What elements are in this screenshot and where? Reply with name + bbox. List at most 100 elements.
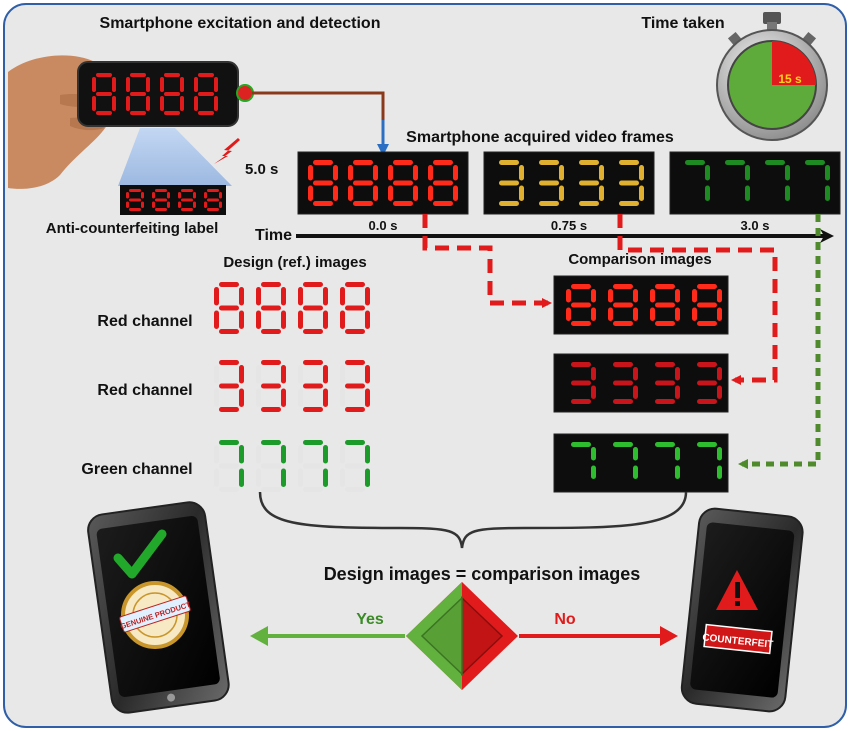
segment-c [141, 201, 144, 208]
frame1-to-comparison-connector [422, 214, 552, 308]
comparison-images [553, 275, 729, 493]
segment-a [303, 440, 323, 445]
segment-c [591, 465, 596, 479]
segment-c [167, 201, 170, 208]
segment-g [613, 302, 633, 308]
segment-f [256, 445, 261, 464]
frame2-digit-3 [499, 160, 524, 206]
segment-b [112, 77, 116, 92]
frame-3-time: 3.0 s [741, 218, 770, 233]
segment-f [126, 192, 129, 199]
segment-e [308, 185, 313, 201]
segment-d [433, 201, 453, 206]
segment-f [204, 192, 207, 199]
frame2-digit-3 [579, 160, 604, 206]
segment-a [345, 440, 365, 445]
segment-b [146, 77, 150, 92]
segment-c [717, 385, 722, 399]
segment-d [261, 407, 281, 412]
segment-c [675, 307, 680, 321]
segment-e [388, 185, 393, 201]
segment-a [433, 160, 453, 165]
segment-e [348, 185, 353, 201]
segment-c [281, 468, 286, 487]
genuine-seal [119, 581, 191, 649]
segment-b [365, 445, 370, 464]
segment-d [655, 399, 675, 404]
segment-a [655, 362, 675, 367]
segment-c [323, 310, 328, 329]
segment-g [261, 305, 281, 311]
segment-b [705, 165, 710, 181]
segment-d [207, 208, 219, 211]
segment-b [519, 165, 524, 181]
lightning-icon [214, 138, 240, 164]
segment-c [639, 185, 644, 201]
segment-g [571, 302, 591, 308]
segment-b [675, 367, 680, 381]
segment-f [650, 289, 655, 303]
segment-d [261, 329, 281, 334]
segment-d [613, 321, 633, 326]
segment-g [353, 180, 373, 186]
segment-g [96, 92, 112, 96]
segment-d [303, 329, 323, 334]
segment-a [345, 282, 365, 287]
segment-f [214, 287, 219, 306]
segment-b [591, 367, 596, 381]
design-row1-digit-8 [340, 282, 370, 334]
segment-f [160, 77, 164, 92]
segment-e [214, 468, 219, 487]
segment-d [261, 487, 281, 492]
time-taken-value: 15 s [778, 72, 802, 86]
phone-digit-8 [92, 73, 116, 115]
segment-b [281, 445, 286, 464]
segment-a [685, 160, 705, 165]
segment-f [388, 165, 393, 181]
comparison-row1-digit-8 [692, 284, 722, 326]
frame2-digit-3 [539, 160, 564, 206]
segment-a [571, 362, 591, 367]
segment-g [345, 463, 365, 469]
segment-e [126, 201, 129, 208]
segment-a [130, 73, 146, 77]
segment-c [559, 185, 564, 201]
segment-b [180, 77, 184, 92]
segment-b [141, 192, 144, 199]
segment-f [340, 365, 345, 384]
equation-label: Design images = comparison images [324, 564, 641, 584]
segment-b [333, 165, 338, 181]
segment-b [365, 365, 370, 384]
comparison-row1-digit-8 [566, 284, 596, 326]
segment-g [433, 180, 453, 186]
segment-e [298, 388, 303, 407]
segment-c [333, 185, 338, 201]
decision-diamond [406, 582, 518, 690]
frame-2-time: 0.75 s [551, 218, 587, 233]
light-cone [118, 128, 232, 186]
segment-e [194, 96, 198, 111]
segment-a [207, 189, 219, 192]
segment-g [613, 380, 633, 386]
segment-a [261, 360, 281, 365]
counterfeit-stamp [703, 623, 773, 655]
segment-c [591, 307, 596, 321]
no-label: No [554, 611, 576, 628]
segment-b [599, 165, 604, 181]
design-row1-digit-8 [214, 282, 244, 334]
segment-f [256, 365, 261, 384]
segment-g [181, 198, 193, 202]
design-row2-digit-3 [214, 360, 244, 412]
segment-e [256, 388, 261, 407]
segment-b [323, 445, 328, 464]
design-row3-digit-7 [256, 440, 286, 492]
frame3-to-comparison-connector [738, 214, 821, 469]
segment-c [323, 388, 328, 407]
segment-d [499, 201, 519, 206]
segment-a [353, 160, 373, 165]
segment-a [155, 189, 167, 192]
segment-d [613, 399, 633, 404]
comparison-row1-digit-8 [650, 284, 680, 326]
segment-b [323, 287, 328, 306]
segment-g [313, 180, 333, 186]
